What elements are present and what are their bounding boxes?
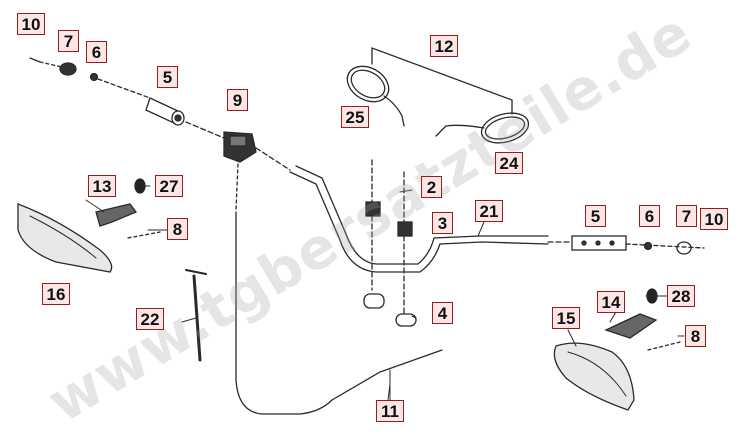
bolts-and-nuts bbox=[363, 159, 417, 327]
part-label-5-right: 5 bbox=[585, 205, 606, 227]
part-label-21: 21 bbox=[475, 200, 503, 222]
left-bar-end-parts bbox=[29, 57, 151, 99]
part-label-12: 12 bbox=[430, 35, 458, 57]
part-label-8-left: 8 bbox=[167, 218, 188, 240]
part-label-13: 13 bbox=[88, 175, 116, 197]
part-label-4: 4 bbox=[432, 302, 453, 324]
part-label-28: 28 bbox=[667, 285, 695, 307]
right-grip-parts bbox=[547, 235, 705, 255]
rod-22 bbox=[185, 269, 207, 362]
part-label-22: 22 bbox=[136, 308, 164, 330]
part-label-7-right: 7 bbox=[676, 205, 697, 227]
handlebar-21 bbox=[289, 165, 549, 273]
part-label-7-left: 7 bbox=[58, 30, 79, 52]
part-label-24: 24 bbox=[495, 152, 523, 174]
mirror-25 bbox=[346, 65, 405, 127]
part-label-11: 11 bbox=[376, 400, 404, 422]
part-label-10-left: 10 bbox=[17, 13, 45, 35]
throttle-cable-11 bbox=[235, 211, 443, 415]
part-label-3: 3 bbox=[432, 212, 453, 234]
leader-lines bbox=[85, 185, 685, 401]
part-label-8-right: 8 bbox=[685, 325, 706, 347]
part-label-6-left: 6 bbox=[86, 41, 107, 63]
right-indicator-15 bbox=[553, 342, 635, 411]
part-label-6-right: 6 bbox=[639, 205, 660, 227]
part-label-15: 15 bbox=[552, 307, 580, 329]
part-label-9: 9 bbox=[227, 89, 248, 111]
part-label-10-right: 10 bbox=[700, 208, 728, 230]
part-label-2: 2 bbox=[421, 176, 442, 198]
left-indicator-16 bbox=[17, 203, 113, 273]
handlebar-switch-9 bbox=[223, 131, 291, 211]
part-label-16: 16 bbox=[42, 283, 70, 305]
part-label-25: 25 bbox=[341, 106, 369, 128]
part-label-14: 14 bbox=[597, 291, 625, 313]
part-label-5-left: 5 bbox=[157, 66, 178, 88]
throttle-grip-5a bbox=[145, 97, 225, 139]
part-label-27: 27 bbox=[155, 175, 183, 197]
leader-12 bbox=[371, 47, 513, 115]
mirror-24 bbox=[435, 112, 530, 144]
